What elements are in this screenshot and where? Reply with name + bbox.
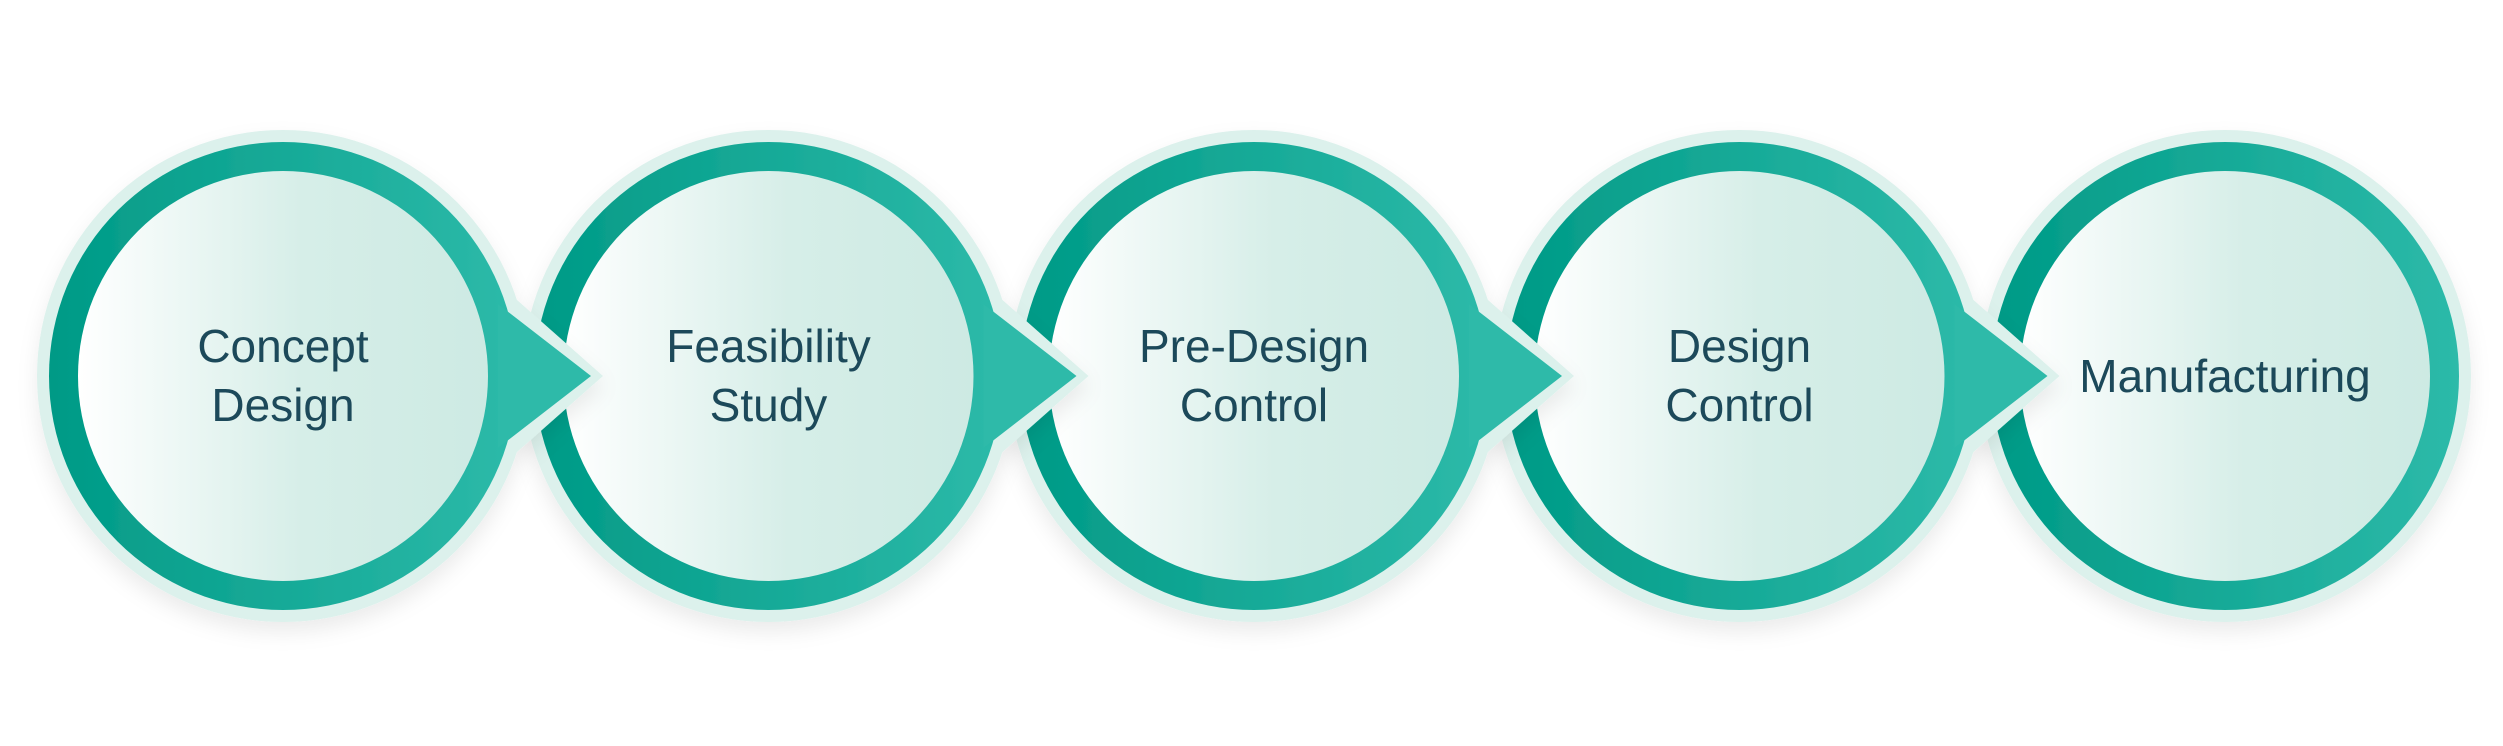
stage-label: Manufacturing [2079,350,2371,402]
stage-label: Pre-Design [1139,320,1369,372]
arrow-right-icon [983,304,1077,448]
stage-fill [2020,171,2430,581]
arrow-right-icon [1469,304,1562,448]
stage-label: Design [211,379,354,431]
stage-label: Feasibility [666,320,871,372]
stage-fill [78,171,488,581]
stage-label: Control [1180,379,1328,431]
stage-label: Design [1668,320,1811,372]
stage-fill [1534,171,1945,581]
arrow-right-icon [498,304,591,448]
stage-fill [1049,171,1459,581]
stage-label: Concept [197,320,369,372]
stage-label: Control [1665,379,1813,431]
arrow-right-icon [1954,304,2048,448]
stage-label: Study [710,379,828,431]
stage-fill [563,171,974,581]
stage-5: Manufacturing [1979,130,2471,622]
